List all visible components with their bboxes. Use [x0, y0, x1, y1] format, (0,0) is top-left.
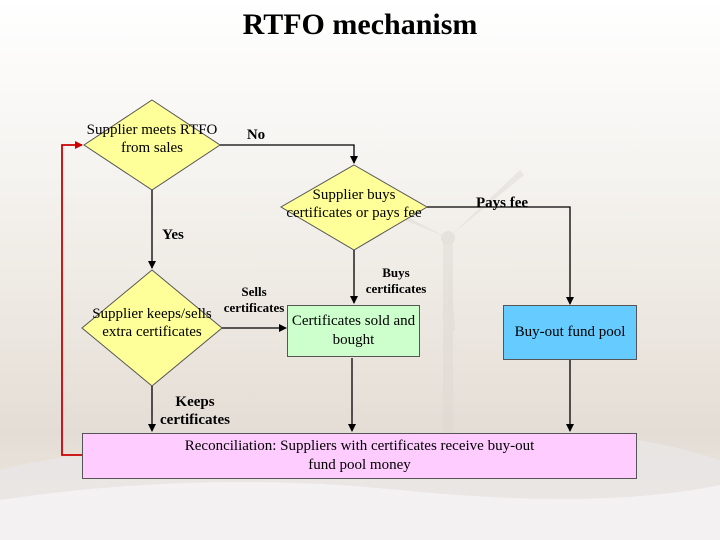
edge-label-yes: Yes — [162, 227, 184, 243]
edge-label-keeps-certificates: Keeps certificates — [160, 394, 230, 428]
decision-meets-rtfo-text: Supplier meets RTFO from sales — [86, 122, 218, 156]
edge-label-buys-certificates: Buys certificates — [365, 265, 427, 296]
page-title: RTFO mechanism — [242, 8, 478, 41]
certificates-sold-bought-box: Certificates sold and bought — [287, 305, 420, 357]
decision-buys-or-pays-text: Supplier buys certificates or pays fee — [286, 187, 422, 221]
reconciliation-text: Reconciliation: Suppliers with certifica… — [184, 438, 535, 473]
buyout-fund-pool-text: Buy-out fund pool — [514, 324, 626, 340]
certificates-sold-bought-text: Certificates sold and bought — [291, 313, 416, 348]
arrow-no — [220, 144, 358, 164]
reconciliation-box: Reconciliation: Suppliers with certifica… — [82, 433, 637, 479]
edge-label-pays-fee: Pays fee — [475, 195, 529, 211]
buyout-fund-pool-box: Buy-out fund pool — [503, 305, 637, 360]
edge-label-sells-certificates: Sells certificates — [223, 284, 285, 315]
edge-label-no: No — [246, 127, 266, 143]
arrow-pays-fee — [427, 206, 574, 305]
decision-keeps-sells-text: Supplier keeps/sells extra certificates — [92, 306, 212, 340]
arrow-feedback-loop — [61, 141, 83, 456]
